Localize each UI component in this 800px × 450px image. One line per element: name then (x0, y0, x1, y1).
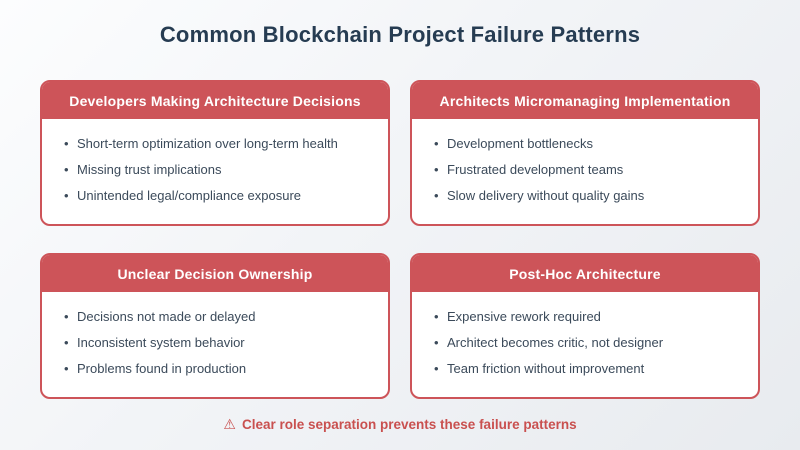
card-header: Unclear Decision Ownership (42, 255, 388, 292)
failure-pattern-cards-grid: Developers Making Architecture Decisions… (40, 80, 760, 399)
card-header: Developers Making Architecture Decisions (42, 82, 388, 119)
warning-icon: ⚠ (223, 416, 236, 432)
bullet-item: Development bottlenecks (434, 131, 736, 157)
bullet-item: Decisions not made or delayed (64, 304, 366, 330)
bullet-list: Development bottlenecks Frustrated devel… (434, 131, 736, 209)
card-body: Expensive rework required Architect beco… (412, 292, 758, 397)
bullet-item: Missing trust implications (64, 157, 366, 183)
footer-conclusion-text: Clear role separation prevents these fai… (241, 417, 577, 432)
bullet-list: Short-term optimization over long-term h… (64, 131, 366, 209)
bullet-item: Expensive rework required (434, 304, 736, 330)
bullet-list: Decisions not made or delayed Inconsiste… (64, 304, 366, 382)
bullet-list: Expensive rework required Architect beco… (434, 304, 736, 382)
card-body: Decisions not made or delayed Inconsiste… (42, 292, 388, 397)
card-architects-micromanaging-implementation: Architects Micromanaging Implementation … (410, 80, 760, 226)
card-header: Architects Micromanaging Implementation (412, 82, 758, 119)
bullet-item: Unintended legal/compliance exposure (64, 183, 366, 209)
bullet-item: Short-term optimization over long-term h… (64, 131, 366, 157)
card-unclear-decision-ownership: Unclear Decision Ownership Decisions not… (40, 253, 390, 399)
page-title: Common Blockchain Project Failure Patter… (159, 22, 641, 47)
card-body: Development bottlenecks Frustrated devel… (412, 119, 758, 224)
bullet-item: Problems found in production (64, 356, 366, 382)
card-body: Short-term optimization over long-term h… (42, 119, 388, 224)
card-post-hoc-architecture: Post-Hoc Architecture Expensive rework r… (410, 253, 760, 399)
bullet-item: Slow delivery without quality gains (434, 183, 736, 209)
bullet-item: Inconsistent system behavior (64, 330, 366, 356)
bullet-item: Frustrated development teams (434, 157, 736, 183)
bullet-item: Team friction without improvement (434, 356, 736, 382)
footer-conclusion: ⚠ Clear role separation prevents these fa… (0, 416, 800, 433)
card-header: Post-Hoc Architecture (412, 255, 758, 292)
card-developers-making-architecture-decisions: Developers Making Architecture Decisions… (40, 80, 390, 226)
bullet-item: Architect becomes critic, not designer (434, 330, 736, 356)
